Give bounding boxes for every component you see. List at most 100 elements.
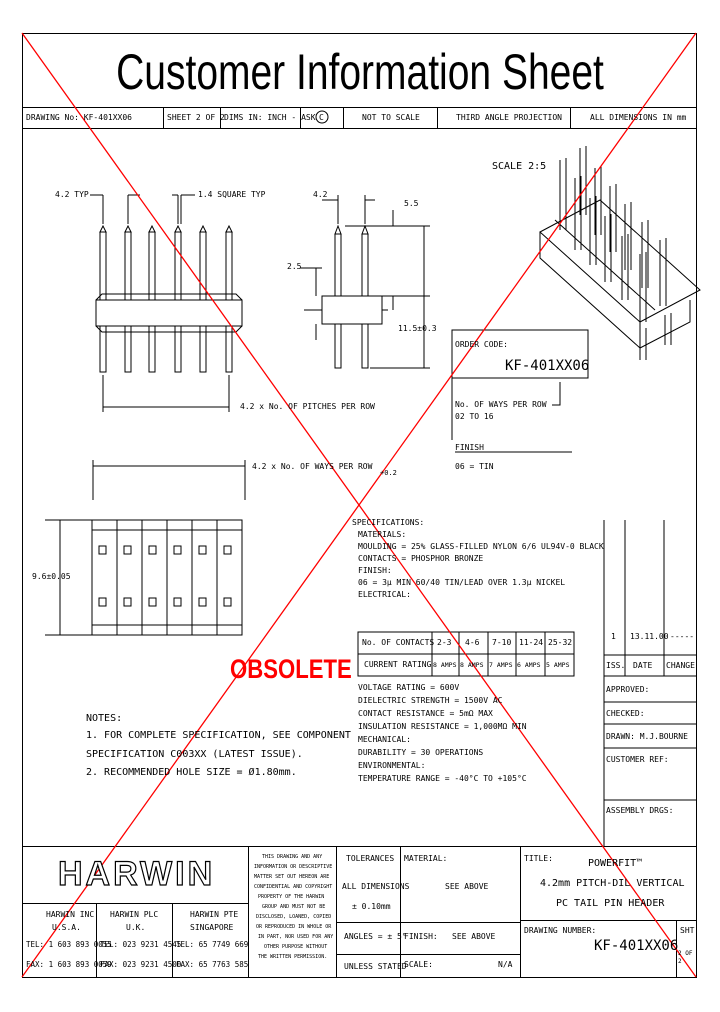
tb-title-line: 4.2mm PITCH-DIL VERTICAL: [540, 878, 685, 889]
notes-heading: NOTES:: [86, 713, 123, 724]
top-view: [45, 460, 246, 636]
table-header-col: 2-3: [437, 638, 452, 647]
note-line: SPECIFICATION C003XX (LATEST ISSUE).: [86, 749, 303, 760]
spec-line: MATERIALS:: [358, 530, 407, 539]
order-ways-range: 02 TO 16: [455, 412, 494, 421]
tb-sht-label: SHT: [680, 926, 695, 935]
rev-date: 13.11.00: [630, 632, 669, 641]
header-copyright: C: [319, 113, 324, 122]
tb-drawing-number-label: DRAWING NUMBER:: [524, 926, 597, 935]
confidential-line: DISCLOSED, LOANED, COPIED: [256, 914, 332, 920]
spec-line: CONTACT RESISTANCE = 5mΩ MAX: [358, 709, 493, 718]
dim-width: 9.6±0.05: [32, 572, 71, 581]
header-sheet: SHEET 2 OF 2: [167, 113, 225, 122]
order-finish-value: 06 = TIN: [455, 462, 494, 471]
table-header-col: 7-10: [492, 638, 512, 647]
order-code-value: KF-401XX06: [505, 358, 590, 374]
spec-line: CONTACTS = PHOSPHOR BRONZE: [358, 554, 484, 563]
address-fax: FAX: 023 9231 4500: [100, 960, 182, 969]
address-fax: FAX: 1 603 893 0059: [26, 960, 112, 969]
isometric-view: [539, 146, 701, 360]
rev-approved: APPROVED:: [606, 685, 650, 694]
header-all-dims: ALL DIMENSIONS IN mm: [590, 113, 687, 122]
spec-line: VOLTAGE RATING = 600V: [358, 683, 460, 692]
dim-pin-pitch: 4.2: [313, 190, 328, 199]
tb-unless: UNLESS STATED: [344, 962, 407, 971]
note-line: 1. FOR COMPLETE SPECIFICATION, SEE COMPO…: [86, 730, 351, 741]
spec-line: ELECTRICAL:: [358, 590, 411, 599]
spec-line: DURABILITY = 30 OPERATIONS: [358, 748, 484, 757]
side-view: [300, 195, 430, 369]
spec-line: TEMPERATURE RANGE = -40°C TO +105°C: [358, 774, 527, 783]
order-ways-label: No. OF WAYS PER ROW: [455, 400, 547, 409]
dim-pitches-per-row: 4.2 x No. OF PITCHES PER ROW: [240, 402, 375, 411]
rev-date-label: DATE: [633, 661, 653, 670]
spec-line: 06 = 3μ MIN 60/40 TIN/LEAD OVER 1.3μ NIC…: [358, 578, 566, 587]
front-view: [90, 194, 243, 412]
address-country: U.S.A.: [52, 923, 81, 932]
rev-iss: 1: [611, 632, 616, 641]
tb-material-value: SEE ABOVE: [445, 882, 489, 891]
confidential-line: THE WRITTEN PERMISSION.: [258, 954, 328, 960]
address-tel: TEL: 65 7749 669: [176, 940, 249, 949]
tb-scale-label: SCALE:: [404, 960, 433, 969]
table-row-label: CURRENT RATING: [364, 660, 432, 669]
sheet-title: Customer Information Sheet: [116, 44, 604, 100]
header-not-to-scale: NOT TO SCALE: [362, 113, 420, 122]
table-cell: 8 AMPS: [460, 661, 484, 669]
spec-line: MOULDING = 25% GLASS-FILLED NYLON 6/6 UL…: [358, 542, 604, 551]
table-header-contacts: No. OF CONTACTS: [362, 638, 435, 647]
address-fax: FAX: 65 7763 585: [176, 960, 249, 969]
obsolete-stamp: OBSOLETE: [230, 654, 352, 684]
table-header-col: 11-24: [519, 638, 544, 647]
rev-drawn: DRAWN: M.J.BOURNE: [606, 732, 688, 741]
table-cell: 7 AMPS: [489, 661, 513, 669]
scale-label: SCALE 2:5: [492, 161, 547, 172]
rev-change: -----: [670, 632, 695, 641]
tb-material-label: MATERIAL:: [404, 854, 448, 863]
spec-line: MECHANICAL:: [358, 735, 411, 744]
confidential-line: OTHER PURPOSE WITHOUT: [264, 944, 328, 950]
address-country: SINGAPORE: [190, 923, 234, 932]
tb-angles: ANGLES = ± 5°: [344, 932, 407, 941]
spec-line: ENVIRONMENTAL:: [358, 761, 426, 770]
dim-ways-per-row: 4.2 x No. OF WAYS PER ROW: [252, 462, 373, 471]
header-projection: THIRD ANGLE PROJECTION: [456, 113, 562, 122]
tb-title-label: TITLE:: [524, 854, 553, 863]
dim-2-5: 2.5: [287, 262, 302, 271]
dim-square-typ: 1.4 SQUARE TYP: [198, 190, 266, 199]
tb-title-line: PC TAIL PIN HEADER: [556, 898, 665, 909]
rev-customer-ref: CUSTOMER REF:: [606, 755, 669, 764]
table-cell: 8 AMPS: [433, 661, 457, 669]
address-tel: TEL: 1 603 893 0055: [26, 940, 112, 949]
confidential-line: THIS DRAWING AND ANY: [262, 854, 323, 860]
header-drawing-no: DRAWING No: KF-401XX06: [26, 113, 132, 122]
obsolete-cross: [21, 32, 697, 978]
dim-ways-tolerance: +0.2: [380, 469, 397, 477]
table-cell: 6 AMPS: [517, 661, 541, 669]
confidential-line: IN PART, NOR USED FOR ANY: [258, 934, 334, 940]
confidential-line: GROUP AND MUST NOT BE: [262, 904, 326, 910]
confidential-line: CONFIDENTIAL AND COPYRIGHT: [254, 884, 333, 890]
order-finish-label: FINISH: [455, 443, 484, 452]
confidential-line: PROPERTY OF THE HARWIN: [258, 894, 325, 900]
rev-iss-label: ISS.: [606, 661, 626, 670]
address-name: HARWIN PTE: [190, 910, 239, 919]
spec-line: DIELECTRIC STRENGTH = 1500V AC: [358, 696, 503, 705]
table-header-col: 4-6: [465, 638, 480, 647]
tb-finish-label: FINISH:: [404, 932, 438, 941]
tb-tolerances: TOLERANCES: [346, 854, 395, 863]
harwin-logo: HARWIN: [57, 854, 216, 893]
tb-scale-value: N/A: [498, 960, 513, 969]
note-line: 2. RECOMMENDED HOLE SIZE = Ø1.80mm.: [86, 767, 297, 778]
dim-top-length: 5.5: [404, 199, 419, 208]
tb-tol-value: ± 0.10mm: [352, 902, 391, 911]
spec-line: FINISH:: [358, 566, 392, 575]
tb-drawing-number: KF-401XX06: [594, 938, 679, 954]
spec-line: INSULATION RESISTANCE = 1,000MΩ MIN: [358, 722, 527, 731]
tb-sht-value: 2 OF 2: [678, 950, 693, 965]
rev-checked: CHECKED:: [606, 709, 645, 718]
confidential-line: OR REPRODUCED IN WHOLE OR: [256, 924, 332, 930]
